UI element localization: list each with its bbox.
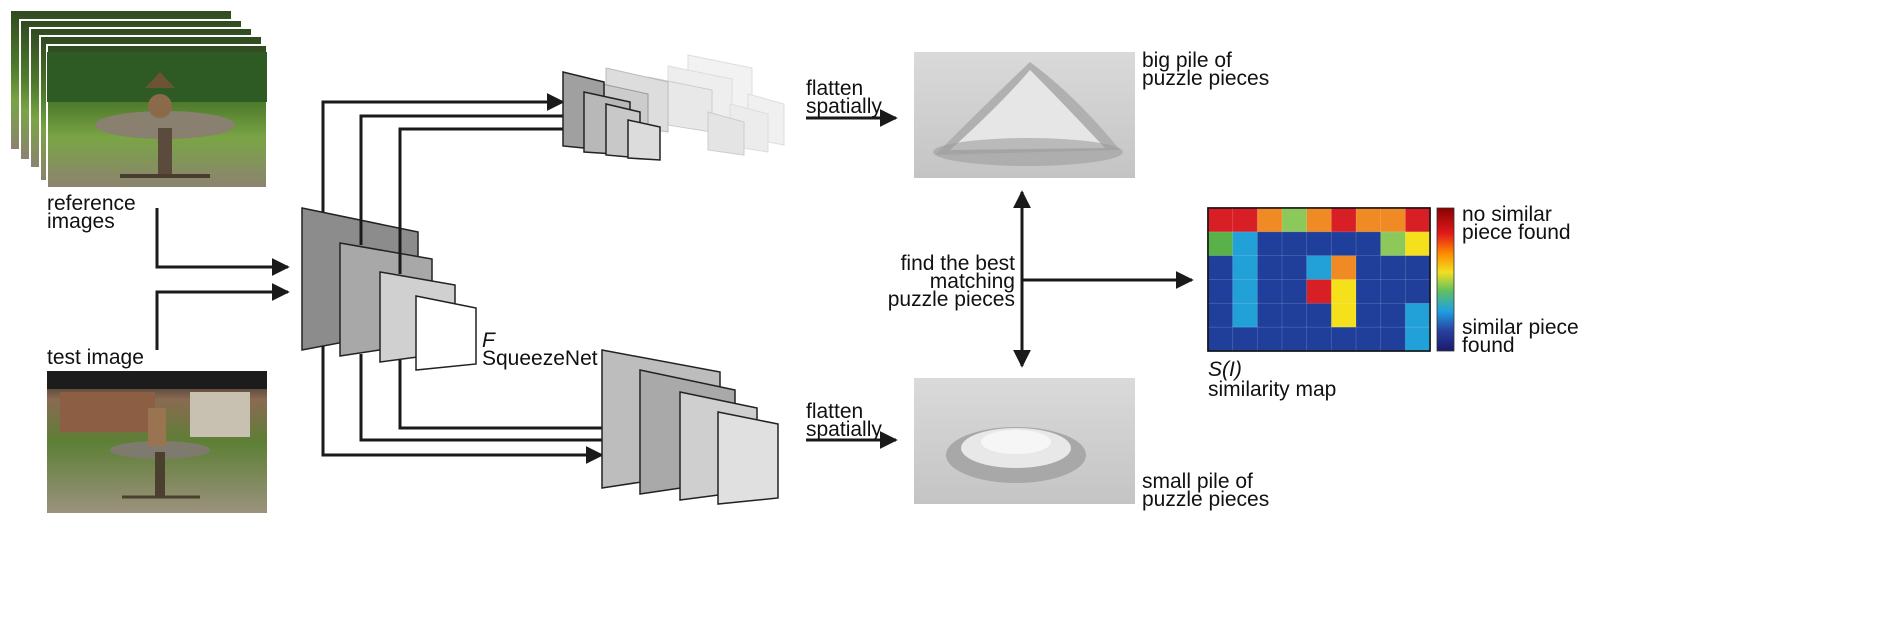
- similarity-map-border: [1207, 207, 1431, 352]
- similarity-cell: [1380, 302, 1407, 329]
- similarity-cell: [1232, 255, 1259, 281]
- similarity-cell: [1207, 302, 1234, 329]
- big-pile-label-1: big pile of: [1142, 49, 1232, 72]
- reference-to-network-arrow: [155, 208, 290, 276]
- similarity-cell: [1281, 302, 1308, 329]
- similarity-cell: [1330, 326, 1357, 352]
- similarity-cell: [1330, 255, 1357, 281]
- squeezenet-layers: [301, 207, 477, 371]
- similarity-cell: [1355, 302, 1382, 329]
- similarity-cell: [1306, 326, 1333, 352]
- feature-arrow-bottom-3: [398, 360, 682, 437]
- similarity-cell: [1380, 255, 1407, 281]
- reference-feature-maps: [562, 54, 785, 161]
- similarity-cell: [1256, 255, 1283, 281]
- network-name: SqueezeNet: [482, 347, 598, 370]
- feature-arrow-bottom-2: [359, 354, 642, 449]
- network-symbol: F: [482, 329, 496, 352]
- similarity-cell: [1256, 207, 1283, 233]
- similarity-cell: [1306, 207, 1333, 233]
- reference-images-label-2: images: [47, 210, 115, 233]
- flatten-bottom-label-2: spatially: [806, 418, 882, 441]
- similarity-map: [1207, 207, 1431, 352]
- similarity-cell: [1232, 302, 1259, 329]
- similarity-cell: [1281, 255, 1308, 281]
- test-to-network-arrow: [155, 283, 290, 350]
- similarity-cell: [1380, 231, 1407, 257]
- similarity-cell: [1207, 326, 1234, 352]
- test-image-label: test image: [47, 346, 144, 369]
- similarity-cell: [1232, 279, 1259, 305]
- reference-images-label-1: reference: [47, 192, 136, 215]
- similarity-cell: [1404, 207, 1431, 233]
- similarity-cell: [1355, 231, 1382, 257]
- similarity-cell: [1330, 231, 1357, 257]
- similarity-cell: [1256, 302, 1283, 329]
- test-image: [47, 371, 267, 513]
- flatten-bottom-label-1: flatten: [806, 400, 863, 423]
- similarity-cell: [1256, 231, 1283, 257]
- similarity-symbol: S(I): [1208, 358, 1242, 381]
- similarity-colorbar: [1436, 207, 1455, 352]
- similarity-cell: [1330, 279, 1357, 305]
- similarity-cell: [1281, 231, 1308, 257]
- reference-images-stack: [9, 9, 268, 189]
- similarity-cell: [1281, 326, 1308, 352]
- similarity-cell: [1281, 207, 1308, 233]
- feature-arrow-top-1: [321, 93, 565, 212]
- flatten-top-label-2: spatially: [806, 95, 882, 118]
- similarity-cell: [1380, 326, 1407, 352]
- similarity-cell: [1355, 326, 1382, 352]
- feature-arrow-top-3: [398, 120, 608, 274]
- similarity-cell: [1232, 326, 1259, 352]
- similarity-cell: [1256, 326, 1283, 352]
- similarity-cell: [1404, 302, 1431, 329]
- similarity-cell: [1355, 279, 1382, 305]
- similarity-cell: [1207, 279, 1234, 305]
- similarity-cell: [1281, 279, 1308, 305]
- small-pile-image: [914, 378, 1135, 504]
- similarity-cell: [1355, 255, 1382, 281]
- similarity-cell: [1355, 207, 1382, 233]
- colorbar-top-label-1: no similar: [1462, 203, 1552, 226]
- similarity-cell: [1232, 231, 1259, 257]
- flatten-top-label-1: flatten: [806, 77, 863, 100]
- colorbar-bottom-label-1: similar piece: [1462, 316, 1579, 339]
- similarity-cell: [1306, 255, 1333, 281]
- similarity-cell: [1306, 279, 1333, 305]
- matching-label-3: puzzle pieces: [888, 288, 1015, 311]
- feature-arrow-top-2: [359, 107, 586, 245]
- similarity-cell: [1380, 207, 1407, 233]
- feature-arrow-bottom-1: [321, 346, 604, 464]
- similarity-cell: [1207, 231, 1234, 257]
- small-pile-label-1: small pile of: [1142, 470, 1253, 493]
- small-pile-label-2: puzzle pieces: [1142, 488, 1269, 511]
- matching-label-2: matching: [930, 270, 1015, 293]
- matching-label-1: find the best: [901, 252, 1016, 275]
- colorbar-bottom-label-2: found: [1462, 334, 1515, 357]
- similarity-cell: [1256, 279, 1283, 305]
- test-feature-maps: [601, 349, 779, 505]
- similarity-cell: [1404, 326, 1431, 352]
- similarity-cell: [1232, 207, 1259, 233]
- similarity-cell: [1306, 302, 1333, 329]
- similarity-cell: [1330, 207, 1357, 233]
- similarity-cell: [1306, 231, 1333, 257]
- similarity-name: similarity map: [1208, 378, 1336, 401]
- similarity-cell: [1404, 255, 1431, 281]
- big-pile-image: [914, 52, 1135, 178]
- big-pile-label-2: puzzle pieces: [1142, 67, 1269, 90]
- similarity-cell: [1207, 255, 1234, 281]
- colorbar-top-label-2: piece found: [1462, 221, 1571, 244]
- similarity-cell: [1207, 207, 1234, 233]
- similarity-cell: [1404, 231, 1431, 257]
- similarity-cell: [1380, 279, 1407, 305]
- similarity-cell: [1330, 302, 1357, 329]
- similarity-cell: [1404, 279, 1431, 305]
